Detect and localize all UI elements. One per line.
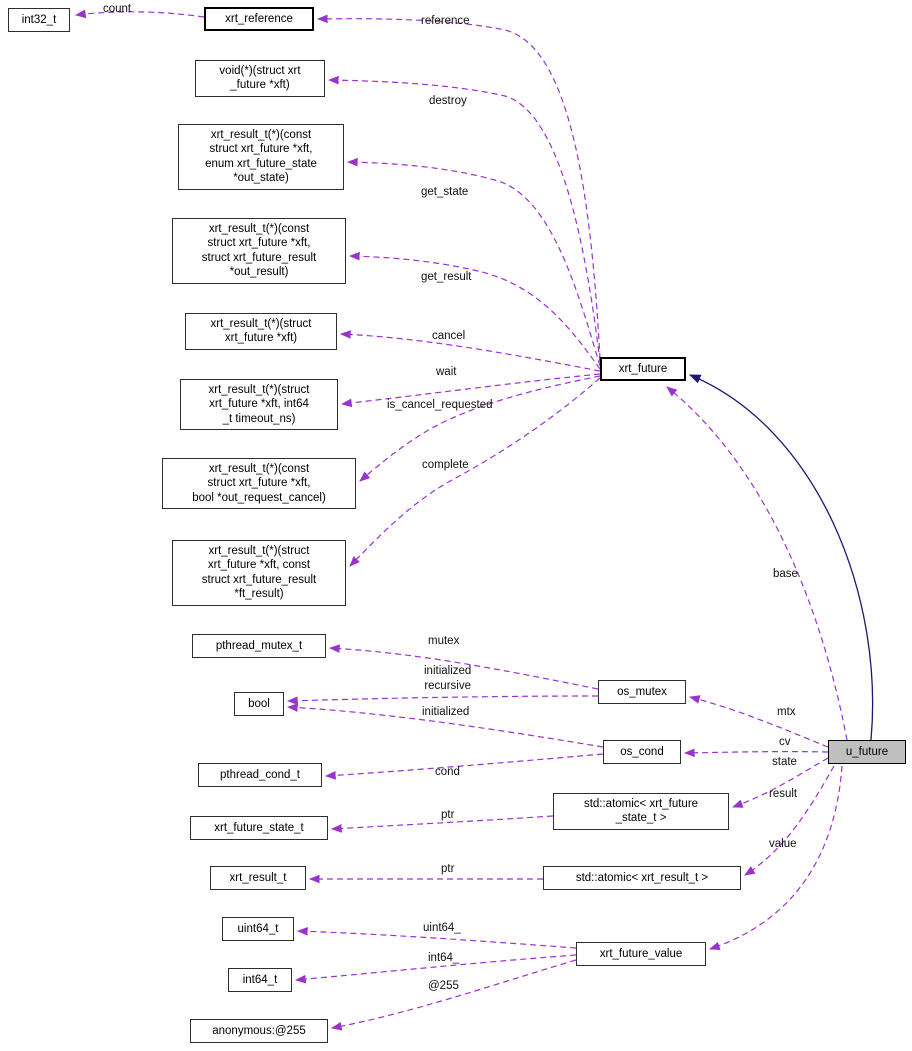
node-get-result-fn[interactable]: xrt_result_t(*)(const struct xrt_future … [172,218,346,284]
edge-label-destroy: destroy [429,95,467,107]
edge-value [708,765,843,951]
edge-reference [316,14,601,360]
node-is-cancel-requested-fn[interactable]: xrt_result_t(*)(const struct xrt_future … [162,458,356,510]
edge-int64 [294,954,577,984]
edge-mtx [688,695,829,748]
node-xrt-result-t[interactable]: xrt_result_t [210,866,306,890]
edge-label-at255: @255 [428,980,459,992]
edge-label-base: base [773,568,798,580]
node-atomic-result[interactable]: std::atomic< xrt_result_t > [543,866,741,890]
node-xrt-future-state-t[interactable]: xrt_future_state_t [190,816,328,840]
edge-ptr-state [330,815,554,833]
edge-label-wait: wait [436,366,457,378]
node-wait-fn[interactable]: xrt_result_t(*)(struct xrt_future *xft, … [180,379,338,431]
edge-label-ptr-result: ptr [441,863,455,875]
edge-label-initialized: initialized [422,706,470,718]
edge-label-cond: cond [435,766,460,778]
edge-state [731,757,829,808]
edge-label-ptr-state: ptr [441,809,455,821]
edge-label-int64: int64_ [428,952,460,964]
edge-label-uint64: uint64_ [423,922,461,934]
edge-count [74,9,205,19]
node-xrt-reference[interactable]: xrt_reference [204,7,314,32]
edge-label-result: result [769,788,798,800]
edge-is-cancel-requested [359,375,601,482]
edge-label-mutex: mutex [428,635,460,647]
node-pthread-cond-t[interactable]: pthread_cond_t [198,763,322,787]
edge-cond [324,753,604,780]
node-int64-t[interactable]: int64_t [228,968,292,992]
edge-initialized-recursive [286,695,599,706]
node-anonymous-255[interactable]: anonymous:@255 [190,1019,328,1043]
edge-label-value: value [769,838,797,850]
edge-cv [683,748,829,758]
edge-get-result [348,251,601,370]
edge-label-reference: reference [421,15,470,27]
edge-label-count: count [103,3,132,15]
edge-get-state [346,157,601,367]
edge-complete [349,377,601,567]
node-xrt-future[interactable]: xrt_future [600,357,686,382]
edge-base [666,386,848,741]
edge-label-get-state: get_state [421,186,469,198]
node-os-cond[interactable]: os_cond [603,740,681,764]
edge-wait [340,373,601,408]
edge-label-complete: complete [422,459,469,471]
node-complete-fn[interactable]: xrt_result_t(*)(struct xrt_future *xft, … [172,540,346,606]
node-bool[interactable]: bool [234,692,284,716]
node-uint64-t[interactable]: uint64_t [222,917,294,941]
node-cancel-fn[interactable]: xrt_result_t(*)(struct xrt_future *xft) [185,313,337,350]
node-os-mutex[interactable]: os_mutex [598,680,686,704]
edge-uint64 [296,927,577,949]
edge-label-initialized-recursive: initialized recursive [424,665,472,692]
edge-label-cv: cv [779,736,791,748]
node-atomic-state[interactable]: std::atomic< xrt_future _state_t > [553,793,729,830]
edge-mutex [328,644,599,690]
edge-label-cancel: cancel [432,330,466,342]
node-pthread-mutex-t[interactable]: pthread_mutex_t [192,634,326,658]
node-u-future[interactable]: u_future [828,740,906,764]
edge-label-get-result: get_result [421,271,472,283]
node-int32-t[interactable]: int32_t [8,8,70,32]
edge-result [744,765,835,876]
edge-at255 [330,959,577,1031]
edge-destroy [327,75,601,363]
node-get-state-fn[interactable]: xrt_result_t(*)(const struct xrt_future … [178,124,344,190]
edge-cancel [339,330,601,372]
edge-inheritance [688,374,874,741]
edge-initialized [286,703,604,748]
edge-label-is-cancel-requested: is_cancel_requested [387,399,493,411]
node-destroy-fn[interactable]: void(*)(struct xrt _future *xft) [195,60,325,97]
edge-label-mtx: mtx [777,706,796,718]
node-xrt-future-value[interactable]: xrt_future_value [576,942,706,966]
edge-label-state: state [772,756,797,768]
